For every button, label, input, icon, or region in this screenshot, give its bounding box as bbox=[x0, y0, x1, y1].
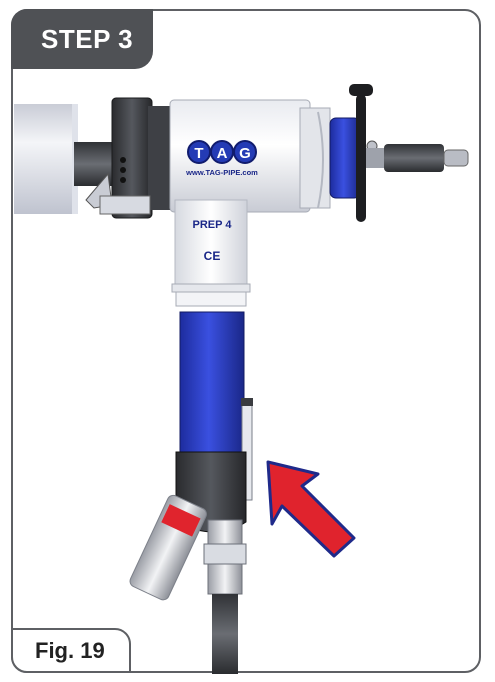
figure-caption-tab: Fig. 19 bbox=[11, 628, 131, 673]
exhaust-silencer bbox=[129, 494, 207, 601]
air-motor-body bbox=[179, 311, 245, 455]
gearbox-body: T A G www.TAG-PIPE.com bbox=[169, 99, 331, 213]
model-label: PREP 4 bbox=[193, 219, 233, 231]
ce-mark: CE bbox=[204, 249, 221, 263]
logo-letter-t: T bbox=[194, 145, 203, 162]
step-tab: STEP 3 bbox=[11, 9, 153, 69]
step-label: STEP 3 bbox=[41, 23, 134, 54]
logo-letter-a: A bbox=[217, 145, 228, 162]
website-label: www.TAG-PIPE.com bbox=[185, 168, 258, 177]
logo-letter-g: G bbox=[239, 145, 251, 162]
air-inlet-fitting bbox=[203, 519, 247, 595]
red-arrow-indicator bbox=[266, 460, 356, 558]
figure-label: Fig. 19 bbox=[35, 637, 105, 663]
feed-motor-cap bbox=[329, 84, 378, 222]
workpiece-pipe bbox=[14, 104, 78, 214]
air-hose bbox=[212, 594, 238, 674]
throttle-lever[interactable] bbox=[241, 398, 253, 501]
gearbox-neck: PREP 4 CE bbox=[171, 199, 251, 307]
feed-screw bbox=[366, 144, 469, 172]
